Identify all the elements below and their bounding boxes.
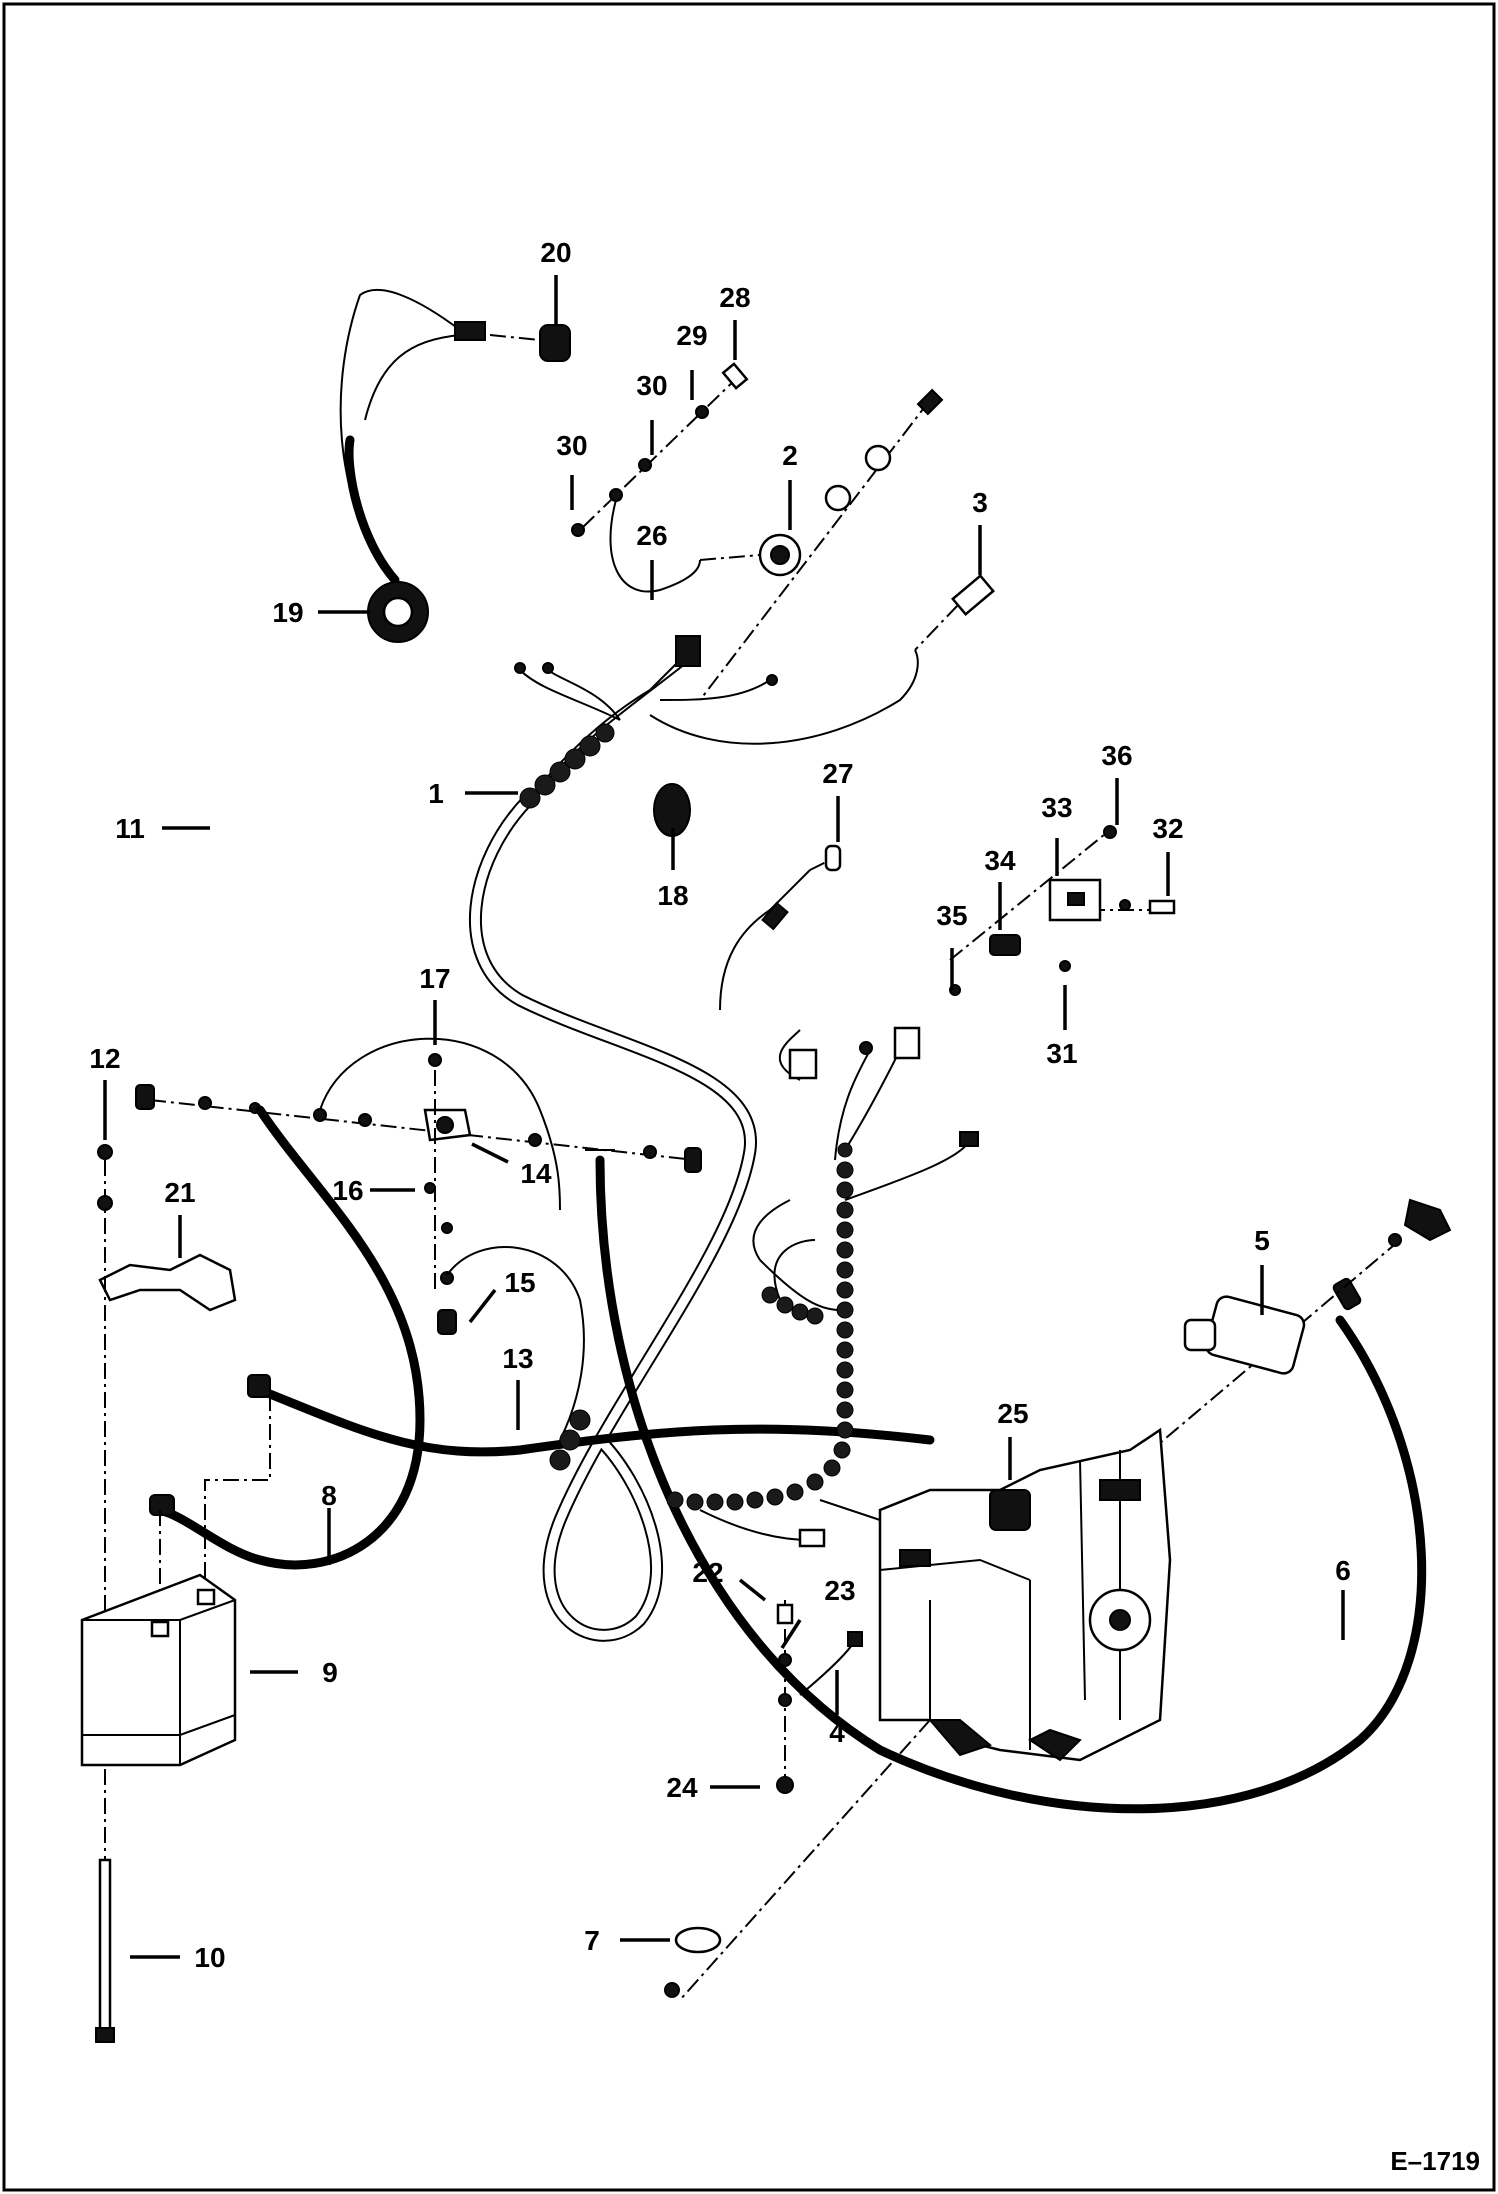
callout-25: 25: [997, 1398, 1028, 1429]
bracket-21: [98, 1253, 237, 1312]
callout-5: 5: [1254, 1225, 1270, 1256]
engine-25: [679, 1427, 1172, 2001]
callout-27: 27: [822, 758, 853, 789]
callout-22: 22: [692, 1557, 723, 1588]
callout-1: 1: [428, 778, 444, 809]
wire-17: [319, 1037, 561, 1211]
washer-12a: [97, 1144, 113, 1160]
callout-21: 21: [164, 1177, 195, 1208]
starter-5: [1139, 1198, 1452, 1461]
callout-20: 20: [540, 237, 571, 268]
callout-34: 34: [984, 845, 1016, 876]
callout-19: 19: [272, 597, 303, 628]
callout-10: 10: [194, 1942, 225, 1973]
callout-33: 33: [1041, 792, 1072, 823]
ground-hardware: [776, 1600, 863, 1794]
callout-14: 14: [520, 1158, 552, 1189]
callout-2: 2: [782, 440, 798, 471]
callout-13: 13: [502, 1343, 533, 1374]
figure-code: E–1719: [1390, 2146, 1480, 2176]
callout-30-lower: 30: [556, 430, 587, 461]
main-harness: [469, 635, 919, 1642]
sender-3: [914, 574, 995, 651]
callout-17: 17: [419, 963, 450, 994]
screw-stack: [571, 362, 749, 537]
stator-19: [339, 289, 486, 643]
switch-26: [609, 499, 761, 593]
callout-30-upper: 30: [636, 370, 667, 401]
relay-assembly: [135, 1053, 702, 1335]
callout-28: 28: [719, 282, 750, 313]
harness-coil: [549, 1142, 854, 1511]
callout-26: 26: [636, 520, 667, 551]
callout-15: 15: [504, 1267, 535, 1298]
callout-8: 8: [321, 1480, 337, 1511]
callout-36: 36: [1101, 740, 1132, 771]
harness-wrap: [519, 723, 615, 809]
callout-4: 4: [829, 1717, 845, 1748]
connector-20: [489, 324, 571, 362]
callout-29: 29: [676, 320, 707, 351]
callout-23: 23: [824, 1575, 855, 1606]
callout-12: 12: [89, 1043, 120, 1074]
cable-13: [204, 1374, 935, 1590]
callout-16: 16: [332, 1175, 363, 1206]
battery-9: [80, 1573, 237, 1767]
callout-3: 3: [972, 487, 988, 518]
callout-32: 32: [1152, 813, 1183, 844]
callout-35: 35: [936, 900, 967, 931]
callout-7: 7: [584, 1925, 600, 1956]
cable-6: [585, 1149, 1427, 1814]
callout-31: 31: [1046, 1038, 1077, 1069]
bolt-10: [95, 1858, 115, 2043]
key-switch-2: [699, 388, 944, 701]
wire-27: [719, 844, 842, 1011]
callout-24: 24: [666, 1772, 698, 1803]
callout-18: 18: [657, 880, 688, 911]
washer-12b: [97, 1195, 113, 1211]
bracket-33: [949, 825, 1176, 996]
engine-harness: [699, 1026, 979, 1548]
callout-6: 6: [1335, 1555, 1351, 1586]
callout-11: 11: [115, 813, 145, 844]
leader-lines: [103, 275, 1345, 1959]
clamp-7: [664, 1926, 722, 1998]
callouts: 20 28 29 30 30 2 3 26 19 1 11 18 27 36 3…: [89, 237, 1350, 1973]
callout-9: 9: [322, 1657, 338, 1688]
cable-15: [446, 1246, 585, 1441]
